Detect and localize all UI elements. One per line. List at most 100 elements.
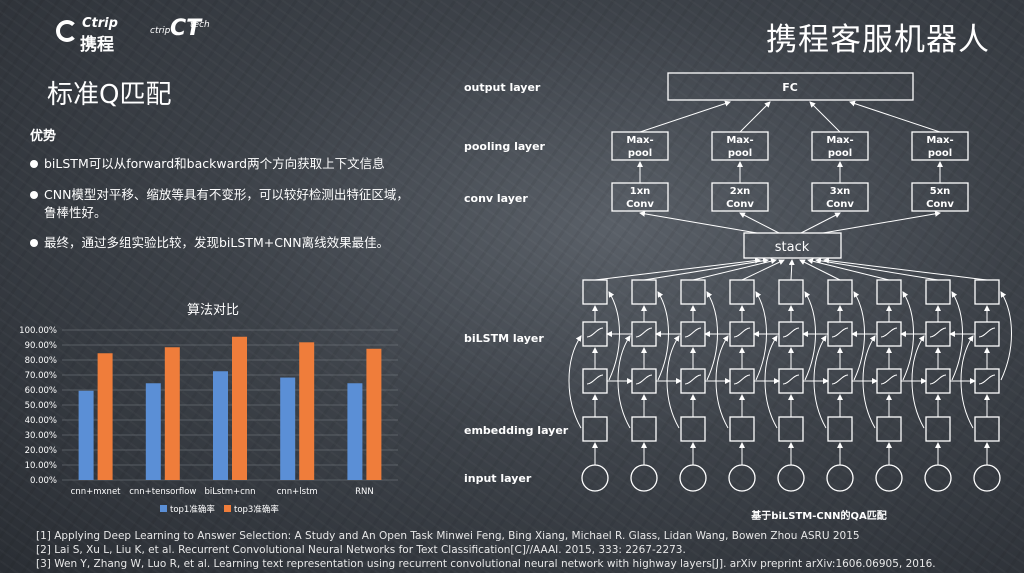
- reference-item: [3] Wen Y, Zhang W, Luo R, et al. Learni…: [36, 558, 936, 570]
- output-to-stack-edge: [823, 257, 988, 281]
- tech-logo-mark: CT: [170, 16, 202, 41]
- embedding-to-backward-edge: [568, 335, 582, 429]
- bar-top3: [164, 347, 180, 480]
- lstm-cell-backward: [876, 321, 902, 347]
- sigmoid-icon: [929, 327, 947, 338]
- pool-label: pool: [928, 148, 952, 159]
- stack-to-conv-edge: [800, 212, 841, 234]
- bullet-text: 最终，通过多组实验比较，发现biLSTM+CNN离线效果最佳。: [44, 235, 390, 250]
- input-node: [679, 464, 707, 492]
- embedding-node: [974, 416, 1000, 442]
- input-node: [875, 464, 903, 492]
- bar-top1: [145, 383, 161, 480]
- conv-label: 3xn: [830, 186, 851, 197]
- forward-to-output-edge: [706, 291, 718, 381]
- lstm-cell-forward: [827, 368, 853, 394]
- embedding-to-backward-edge: [813, 335, 827, 429]
- embedding-node: [729, 416, 755, 442]
- layer-label: input layer: [464, 472, 532, 485]
- x-tick-label: cnn+mxnet: [71, 487, 121, 497]
- x-tick-label: biLstm+cnn: [204, 487, 255, 497]
- algorithm-comparison-chart: 算法对比 0.00%10.00%20.00%30.00%40.00%50.00%…: [19, 303, 398, 515]
- input-node: [826, 464, 854, 492]
- embedding-to-backward-edge: [666, 335, 680, 429]
- bilstm-output-node: [631, 279, 657, 305]
- lstm-cell-forward: [631, 368, 657, 394]
- diagram-caption: 基于biLSTM-CNN的QA匹配: [750, 509, 886, 522]
- y-tick-label: 40.00%: [25, 416, 57, 426]
- lstm-cell-backward: [631, 321, 657, 347]
- chart-title: 算法对比: [187, 303, 239, 318]
- conv-label: 5xn: [930, 186, 951, 197]
- embedding-to-backward-edge: [715, 335, 729, 429]
- pool-label: Max-: [726, 135, 753, 146]
- ctrip-logo: Ctrip 携程: [52, 14, 132, 55]
- stack-to-conv-edge: [739, 212, 780, 234]
- lstm-cell-backward: [680, 321, 706, 347]
- output-to-stack-edge: [643, 257, 769, 281]
- output-to-stack-edge: [741, 259, 785, 281]
- conv-label: 1xn: [630, 186, 651, 197]
- lstm-cell-backward: [827, 321, 853, 347]
- stack-label: stack: [775, 240, 810, 255]
- embedding-node: [876, 416, 902, 442]
- pool-label: Max-: [826, 135, 853, 146]
- conv-label: 2xn: [730, 186, 751, 197]
- sigmoid-icon: [586, 374, 604, 385]
- sigmoid-icon: [831, 374, 849, 385]
- conv-label: Conv: [626, 199, 654, 210]
- legend-swatch: [224, 505, 231, 512]
- input-node: [777, 464, 805, 492]
- sigmoid-icon: [880, 327, 898, 338]
- input-node: [924, 464, 952, 492]
- y-tick-label: 70.00%: [25, 371, 57, 381]
- bullet-dot: [30, 191, 38, 199]
- lstm-cell-forward: [778, 368, 804, 394]
- pool-to-fc-edge: [739, 101, 771, 133]
- sigmoid-icon: [684, 327, 702, 338]
- lstm-cell-backward: [974, 321, 1000, 347]
- forward-to-output-edge: [657, 291, 669, 381]
- output-to-stack-edge: [799, 259, 841, 281]
- conv-node: [611, 182, 669, 212]
- output-to-stack-edge: [692, 258, 777, 281]
- ctrip-tech-logo: ctrip CT tech: [150, 16, 212, 44]
- embedding-node: [582, 416, 608, 442]
- x-tick-label: RNN: [355, 487, 374, 497]
- y-tick-label: 50.00%: [25, 401, 57, 411]
- forward-to-output-edge: [951, 291, 963, 381]
- embedding-node: [680, 416, 706, 442]
- forward-to-output-edge: [902, 291, 914, 381]
- embedding-to-backward-edge: [960, 335, 974, 429]
- lstm-cell-forward: [680, 368, 706, 394]
- network-edges: [568, 100, 1012, 465]
- lstm-cell-backward: [778, 321, 804, 347]
- y-tick-label: 10.00%: [25, 461, 57, 471]
- bullet-dot: [30, 160, 38, 168]
- y-tick-label: 60.00%: [25, 386, 57, 396]
- legend-label: top1准确率: [170, 504, 215, 515]
- y-tick-label: 0.00%: [30, 476, 57, 486]
- bullet-text: CNN模型对平移、缩放等具有不变形，可以较好检测出特征区域，鲁棒性好。: [44, 187, 409, 220]
- input-node: [973, 464, 1001, 492]
- layer-label: biLSTM layer: [464, 332, 544, 345]
- lstm-cell-backward: [582, 321, 608, 347]
- conv-node: [811, 182, 869, 212]
- bullet-item: biLSTM可以从forward和backward两个方向获取上下文信息: [30, 155, 415, 173]
- pool-to-fc-edge: [809, 101, 841, 133]
- chart-bars: [78, 336, 382, 480]
- y-tick-label: 80.00%: [25, 356, 57, 366]
- y-tick-label: 30.00%: [25, 431, 57, 441]
- section-title: 标准Q匹配: [47, 80, 172, 110]
- bar-top3: [366, 348, 382, 480]
- sigmoid-icon: [978, 327, 996, 338]
- conv-label: Conv: [926, 199, 954, 210]
- bar-top3: [97, 353, 113, 480]
- pool-label: Max-: [626, 135, 653, 146]
- lstm-cell-forward: [974, 368, 1000, 394]
- bar-top1: [347, 383, 363, 480]
- sigmoid-icon: [880, 374, 898, 385]
- legend-swatch: [160, 505, 167, 512]
